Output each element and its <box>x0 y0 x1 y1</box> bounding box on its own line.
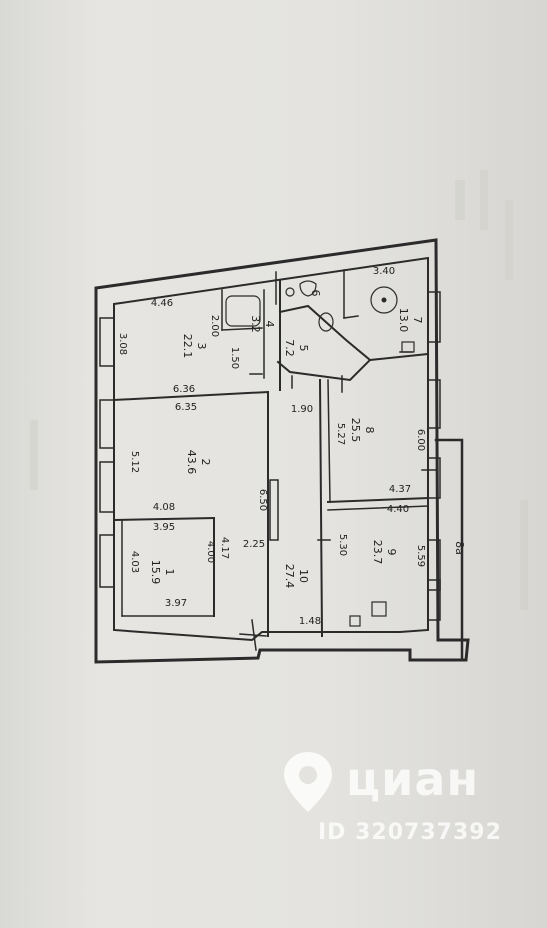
window <box>427 539 441 591</box>
watermark: циан ID 320737392 <box>280 748 520 848</box>
dimension-label: 3.95 <box>153 522 175 533</box>
sink <box>318 312 334 332</box>
room-area: 23.7 <box>371 540 384 565</box>
dimension-label: 6.50 <box>257 489 268 511</box>
dimension-label: 1.90 <box>291 404 313 415</box>
dimension-label: 6.36 <box>173 384 195 395</box>
room-number: 1 <box>163 569 176 576</box>
window <box>427 579 441 621</box>
stove <box>371 601 387 617</box>
room-number: 9 <box>385 549 398 556</box>
boiler <box>370 286 398 314</box>
outer-wall <box>94 238 470 664</box>
room-area: 15.9 <box>149 560 162 585</box>
window <box>99 461 115 513</box>
dimension-label: 4.03 <box>129 551 140 573</box>
window <box>427 291 441 343</box>
room-number: 4 <box>263 321 276 328</box>
entrance-marker <box>239 633 267 637</box>
stove <box>349 615 361 627</box>
wall <box>318 378 324 638</box>
window <box>99 534 115 588</box>
room-area: 43.6 <box>185 450 198 475</box>
room-number: 8 <box>363 427 376 434</box>
room-area: 13.0 <box>397 308 410 333</box>
room-number: 2 <box>199 459 212 466</box>
dimension-label: 4.37 <box>389 484 411 495</box>
wall <box>343 315 359 319</box>
wall <box>327 379 331 503</box>
room-area: 27.4 <box>283 564 296 589</box>
wall <box>326 496 430 504</box>
wall <box>327 505 429 511</box>
window <box>427 457 441 499</box>
sink <box>285 287 295 297</box>
cian-logo-icon <box>284 752 332 812</box>
dimension-label: 3.97 <box>165 598 187 609</box>
wall <box>112 516 216 522</box>
dimension-label: 6.00 <box>415 429 426 451</box>
wall <box>221 327 263 331</box>
room-number: 5 <box>297 345 310 352</box>
dimension-label: 1.48 <box>299 616 321 627</box>
annex-wall <box>434 438 464 662</box>
scan-artifact <box>520 500 528 610</box>
scan-artifact <box>30 420 38 490</box>
room-area: 22.1 <box>181 334 194 359</box>
dimension-label: 5.30 <box>337 534 348 556</box>
bathtub <box>225 295 261 327</box>
dimension-label: 2.00 <box>209 315 220 337</box>
watermark-id: ID 320737392 <box>318 820 502 845</box>
room-number: 3 <box>195 343 208 350</box>
stove <box>401 341 415 353</box>
dimension-label: 2.25 <box>243 539 265 550</box>
annex-label: 8a <box>453 541 466 555</box>
room-number: 10 <box>297 569 310 583</box>
dimension-label: 4.00 <box>205 541 216 563</box>
dimension-label: 4.40 <box>387 504 409 515</box>
room-area: 7.2 <box>283 339 296 357</box>
dimension-label: 3.40 <box>373 266 395 277</box>
boiler-dot <box>381 297 387 303</box>
room-area: 3.2 <box>249 315 262 333</box>
room-number: 6 <box>309 290 322 297</box>
dimension-label: 4.08 <box>153 502 175 513</box>
dimension-label: 5.59 <box>415 545 426 567</box>
entrance-marker <box>251 619 257 651</box>
watermark-brand: циан <box>346 752 480 806</box>
wall <box>112 390 270 402</box>
scan-artifact <box>505 200 513 280</box>
dimension-label: 1.50 <box>229 347 240 369</box>
room-area: 25.5 <box>349 418 362 443</box>
wall <box>368 352 430 362</box>
window <box>427 379 441 429</box>
scan-artifact <box>480 170 488 230</box>
window <box>99 399 115 449</box>
dimension-label: 4.17 <box>219 537 230 559</box>
dimension-label: 6.35 <box>175 402 197 413</box>
dimension-label: 5.12 <box>129 451 140 473</box>
scan-artifact <box>455 180 465 220</box>
partition <box>269 479 279 541</box>
dimension-label: 5.27 <box>335 423 346 445</box>
window <box>99 317 115 367</box>
wall <box>276 304 372 382</box>
dimension-label: 3.08 <box>117 333 128 355</box>
dimension-label: 4.46 <box>151 298 173 309</box>
toilet <box>299 280 317 297</box>
room-number: 7 <box>411 317 424 324</box>
